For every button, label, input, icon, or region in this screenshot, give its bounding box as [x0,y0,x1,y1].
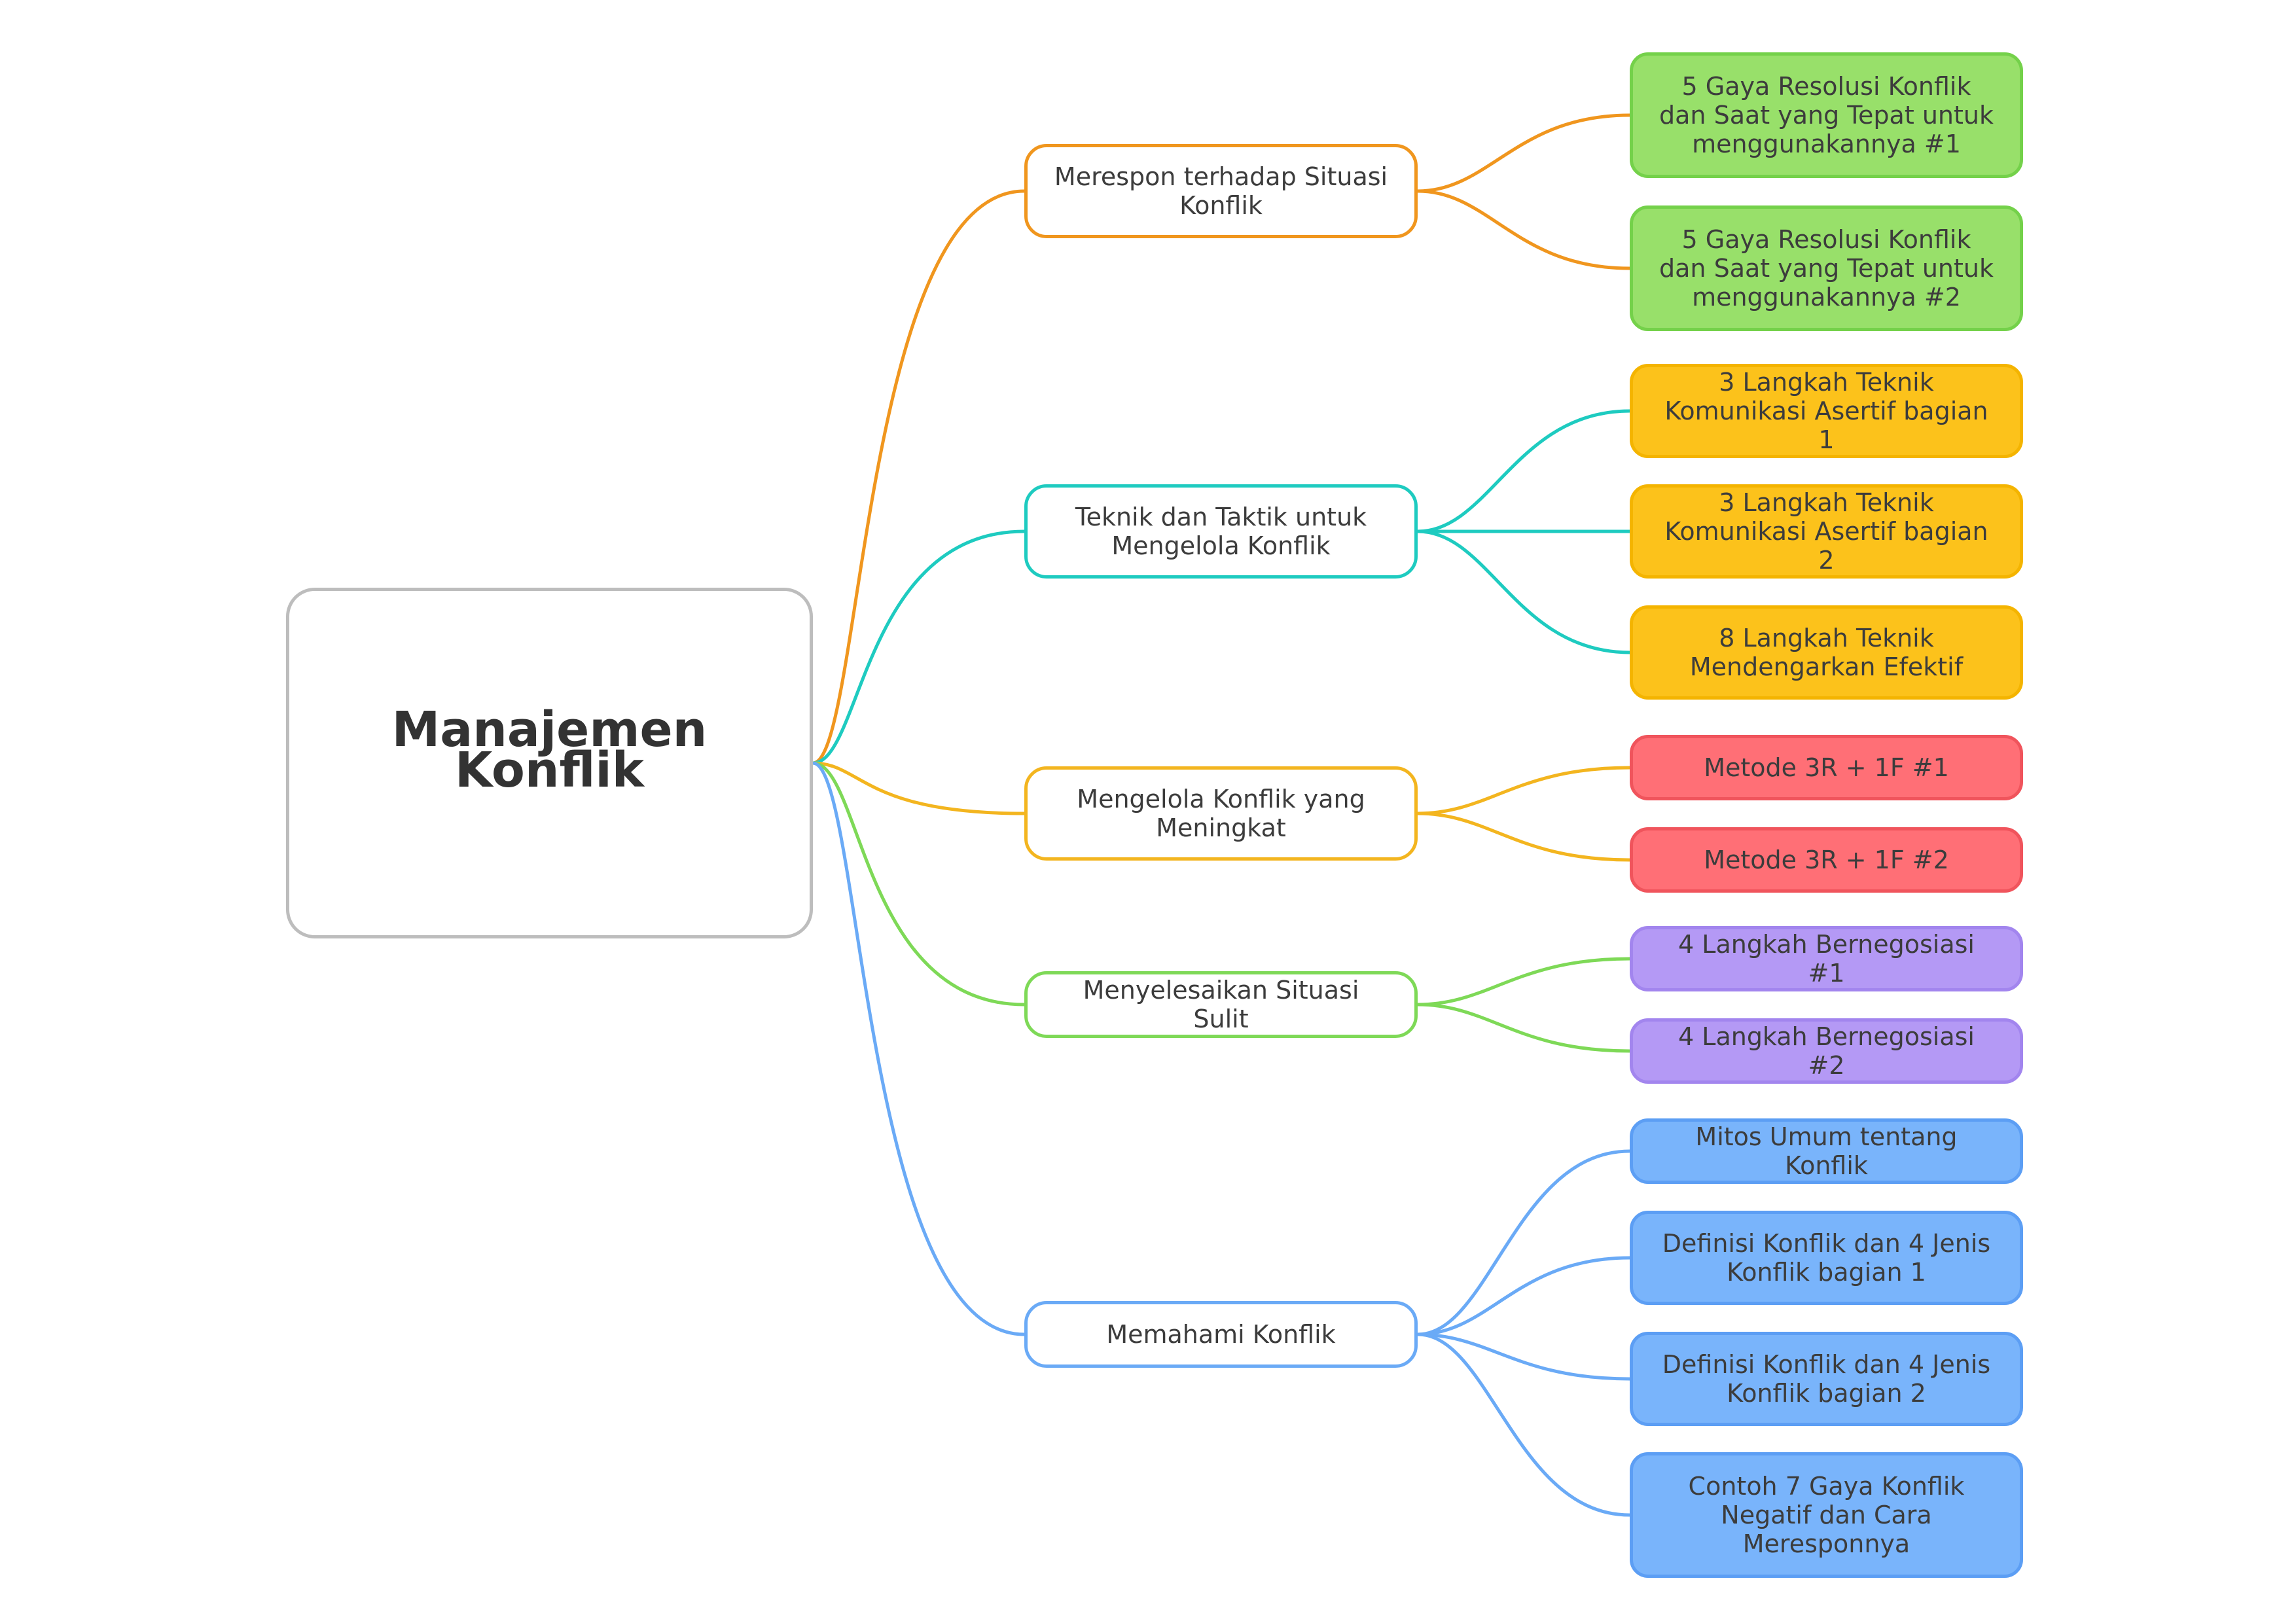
leaf-topic[interactable]: 4 Langkah Bernegosiasi #1 [1630,926,2023,991]
branch-leaf-connector [1417,1149,1630,1336]
leaf-topic-label: Contoh 7 Gaya Konflik Negatif dan Cara M… [1688,1472,1965,1558]
root-branch-connector [812,189,1025,765]
leaf-topic-label: 5 Gaya Resolusi Konflik dan Saat yang Te… [1659,72,1994,158]
branch-leaf-connector [1417,409,1630,533]
branch-topic-teknik-taktik[interactable]: Teknik dan Taktik untuk Mengelola Konfli… [1024,484,1418,579]
branch-leaf-connector [1417,812,1630,862]
branch-leaf-connector [1417,113,1630,193]
leaf-topic-label: 3 Langkah Teknik Komunikasi Asertif bagi… [1664,488,1988,575]
branch-topic-memahami[interactable]: Memahami Konflik [1024,1301,1418,1368]
leaf-topic[interactable]: Definisi Konflik dan 4 Jenis Konflik bag… [1630,1211,2023,1305]
branch-topic-label: Menyelesaikan Situasi Sulit [1083,976,1359,1033]
branch-leaf-connector [1417,189,1630,270]
branch-topic-merespon[interactable]: Merespon terhadap Situasi Konflik [1024,144,1418,238]
leaf-topic[interactable]: 5 Gaya Resolusi Konflik dan Saat yang Te… [1630,205,2023,331]
leaf-topic-label: Metode 3R + 1F #1 [1704,753,1949,782]
leaf-topic-label: 4 Langkah Bernegosiasi #1 [1678,930,1975,988]
branch-topic-label: Memahami Konflik [1106,1320,1336,1349]
leaf-topic[interactable]: 3 Langkah Teknik Komunikasi Asertif bagi… [1630,364,2023,458]
branch-leaf-connector [1417,1332,1630,1381]
branch-leaf-connector [1417,529,1630,654]
leaf-topic[interactable]: 8 Langkah Teknik Mendengarkan Efektif [1630,605,2023,700]
leaf-topic-label: 4 Langkah Bernegosiasi #2 [1678,1022,1975,1080]
leaf-topic-label: Mitos Umum tentang Konflik [1695,1122,1958,1180]
branch-leaf-connector [1417,1332,1630,1517]
leaf-topic-label: Definisi Konflik dan 4 Jenis Konflik bag… [1662,1229,1991,1287]
leaf-topic[interactable]: Definisi Konflik dan 4 Jenis Konflik bag… [1630,1332,2023,1426]
leaf-topic[interactable]: Metode 3R + 1F #1 [1630,735,2023,800]
root-topic-label: Manajemen Konflik [391,702,708,798]
branch-topic-mengelola-meningkat[interactable]: Mengelola Konflik yang Meningkat [1024,766,1418,861]
branch-leaf-connector [1417,766,1630,815]
branch-topic-label: Merespon terhadap Situasi Konflik [1054,162,1388,220]
leaf-topic[interactable]: Contoh 7 Gaya Konflik Negatif dan Cara M… [1630,1452,2023,1578]
leaf-topic[interactable]: Mitos Umum tentang Konflik [1630,1118,2023,1184]
root-branch-connector [812,761,1025,1336]
root-branch-connector [812,529,1025,765]
branch-topic-situasi-sulit[interactable]: Menyelesaikan Situasi Sulit [1024,971,1418,1038]
root-topic[interactable]: Manajemen Konflik [286,588,813,938]
branch-topic-label: Mengelola Konflik yang Meningkat [1077,785,1365,842]
branch-leaf-connector [1417,1003,1630,1053]
leaf-topic-label: Definisi Konflik dan 4 Jenis Konflik bag… [1662,1350,1991,1408]
leaf-topic[interactable]: 3 Langkah Teknik Komunikasi Asertif bagi… [1630,484,2023,579]
branch-topic-label: Teknik dan Taktik untuk Mengelola Konfli… [1075,503,1367,560]
branch-leaf-connector [1417,1256,1630,1336]
branch-leaf-connector [1417,957,1630,1007]
leaf-topic-label: 3 Langkah Teknik Komunikasi Asertif bagi… [1664,368,1988,454]
leaf-topic[interactable]: Metode 3R + 1F #2 [1630,827,2023,893]
leaf-topic-label: 8 Langkah Teknik Mendengarkan Efektif [1689,624,1964,681]
root-branch-connector [812,761,1025,815]
leaf-topic-label: Metode 3R + 1F #2 [1704,846,1949,874]
leaf-topic-label: 5 Gaya Resolusi Konflik dan Saat yang Te… [1659,225,1994,312]
root-branch-connector [812,761,1025,1007]
leaf-topic[interactable]: 4 Langkah Bernegosiasi #2 [1630,1018,2023,1084]
leaf-topic[interactable]: 5 Gaya Resolusi Konflik dan Saat yang Te… [1630,52,2023,178]
